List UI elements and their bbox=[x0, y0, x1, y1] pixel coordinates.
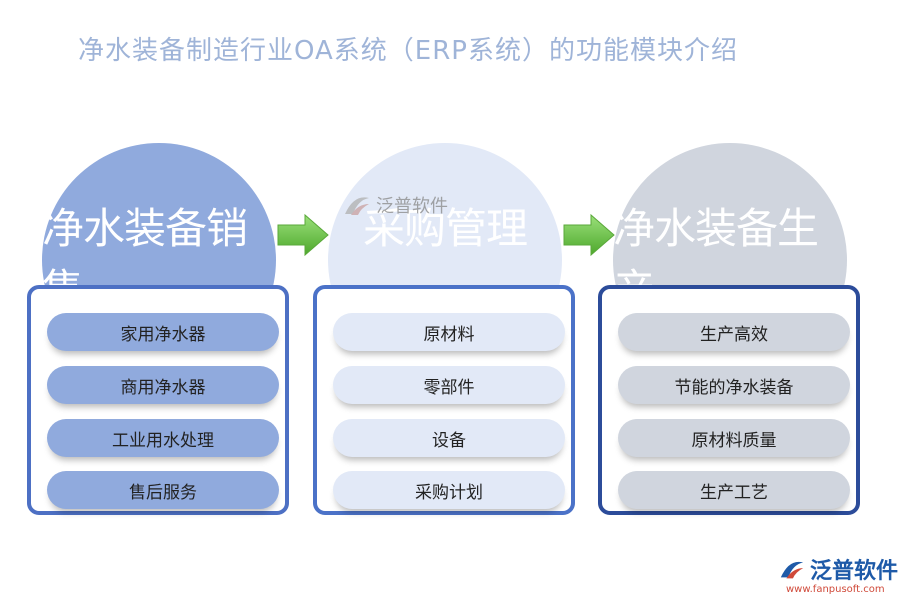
brand-logo: 泛普软件 bbox=[778, 553, 898, 585]
arrow-right-icon bbox=[563, 213, 615, 257]
arrow-right-icon bbox=[277, 213, 329, 257]
module-item: 商用净水器 bbox=[47, 366, 279, 404]
brand-logo-text: 泛普软件 bbox=[810, 559, 899, 584]
module-item: 零部件 bbox=[333, 366, 565, 404]
watermark: 泛普软件 bbox=[342, 192, 448, 218]
page-title: 净水装备制造行业OA系统（ERP系统）的功能模块介绍 bbox=[78, 36, 738, 66]
module-item: 原材料质量 bbox=[618, 419, 850, 457]
module-item: 售后服务 bbox=[47, 471, 279, 509]
fanpu-logo-icon bbox=[780, 561, 804, 579]
module-sales-panel: 家用净水器 商用净水器 工业用水处理 售后服务 bbox=[27, 285, 289, 515]
module-item: 生产工艺 bbox=[618, 471, 850, 509]
watermark-text: 泛普软件 bbox=[376, 196, 448, 217]
module-production-panel: 生产高效 节能的净水装备 原材料质量 生产工艺 bbox=[598, 285, 860, 515]
module-sales-title: 净水装备销售 bbox=[42, 204, 248, 314]
fanpu-logo-icon bbox=[345, 197, 369, 215]
module-item: 家用净水器 bbox=[47, 313, 279, 351]
module-item: 节能的净水装备 bbox=[618, 366, 850, 404]
brand-url: www.fanpusoft.com bbox=[786, 584, 885, 595]
module-purchase-title: 采购管理 bbox=[362, 204, 528, 253]
module-item: 设备 bbox=[333, 419, 565, 457]
module-item: 生产高效 bbox=[618, 313, 850, 351]
module-item: 原材料 bbox=[333, 313, 565, 351]
module-item: 工业用水处理 bbox=[47, 419, 279, 457]
module-purchase-panel: 原材料 零部件 设备 采购计划 bbox=[313, 285, 575, 515]
module-item: 采购计划 bbox=[333, 471, 565, 509]
